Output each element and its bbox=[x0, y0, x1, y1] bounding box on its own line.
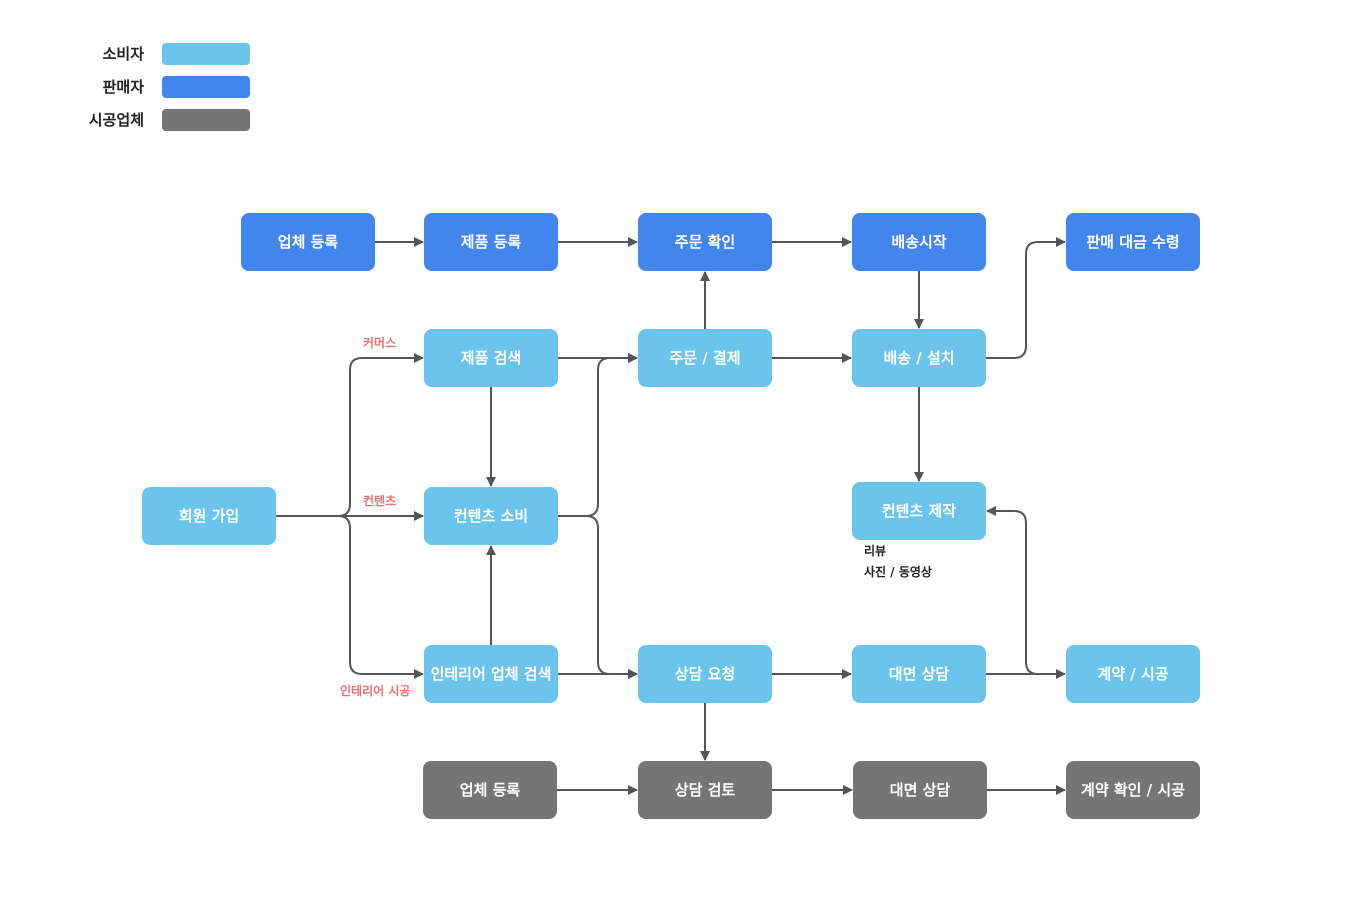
edge-content-consume-to-consult-request bbox=[558, 515, 638, 679]
content-note-review: 리뷰 bbox=[864, 544, 887, 558]
node-order-payment: 주문 / 결제 bbox=[638, 329, 772, 387]
node-contract-build: 계약 / 시공 bbox=[1066, 645, 1200, 703]
node-delivery-install: 배송 / 설치 bbox=[852, 329, 986, 387]
node-sales-payment: 판매 대금 수령 bbox=[1066, 213, 1200, 271]
edge-signup-to-interior-search bbox=[337, 515, 424, 679]
node-seller-register: 업체 등록 bbox=[241, 213, 375, 271]
node-consult-review: 상담 검토 bbox=[638, 761, 772, 819]
legend-swatch-contractor bbox=[162, 109, 250, 131]
node-shipping-start: 배송시작 bbox=[852, 213, 986, 271]
content-note-media: 사진 / 동영상 bbox=[864, 565, 932, 579]
edge-shipping-start-to-sales-payment bbox=[986, 237, 1066, 359]
node-product-register: 제품 등록 bbox=[424, 213, 558, 271]
edge-label-interior: 인테리어 시공 bbox=[340, 684, 411, 698]
node-contractor-register: 업체 등록 bbox=[423, 761, 557, 819]
node-meeting-consumer: 대면 상담 bbox=[852, 645, 986, 703]
legend-label-seller: 판매자 bbox=[102, 78, 144, 96]
edge-signup-to-product-search bbox=[337, 353, 424, 517]
node-content-consume: 컨텐츠 소비 bbox=[424, 487, 558, 545]
legend-label-contractor: 시공업체 bbox=[88, 111, 144, 129]
node-content-create: 컨텐츠 제작 bbox=[852, 482, 986, 540]
edge-content-consume-to-order-payment bbox=[558, 353, 638, 517]
node-interior-search: 인테리어 업체 검색 bbox=[424, 645, 558, 703]
node-consult-request: 상담 요청 bbox=[638, 645, 772, 703]
node-order-confirm: 주문 확인 bbox=[638, 213, 772, 271]
edge-label-commerce: 커머스 bbox=[363, 336, 397, 350]
node-meeting-contractor: 대면 상담 bbox=[853, 761, 987, 819]
legend-swatch-seller bbox=[162, 76, 250, 98]
node-signup: 회원 가입 bbox=[142, 487, 276, 545]
legend-swatch-consumer bbox=[162, 43, 250, 65]
node-product-search: 제품 검색 bbox=[424, 329, 558, 387]
edge-label-content: 컨텐츠 bbox=[363, 494, 397, 508]
legend-label-consumer: 소비자 bbox=[102, 45, 144, 63]
edge-contract-build-to-content-create bbox=[986, 506, 1065, 675]
node-contract-confirm: 계약 확인 / 시공 bbox=[1066, 761, 1200, 819]
